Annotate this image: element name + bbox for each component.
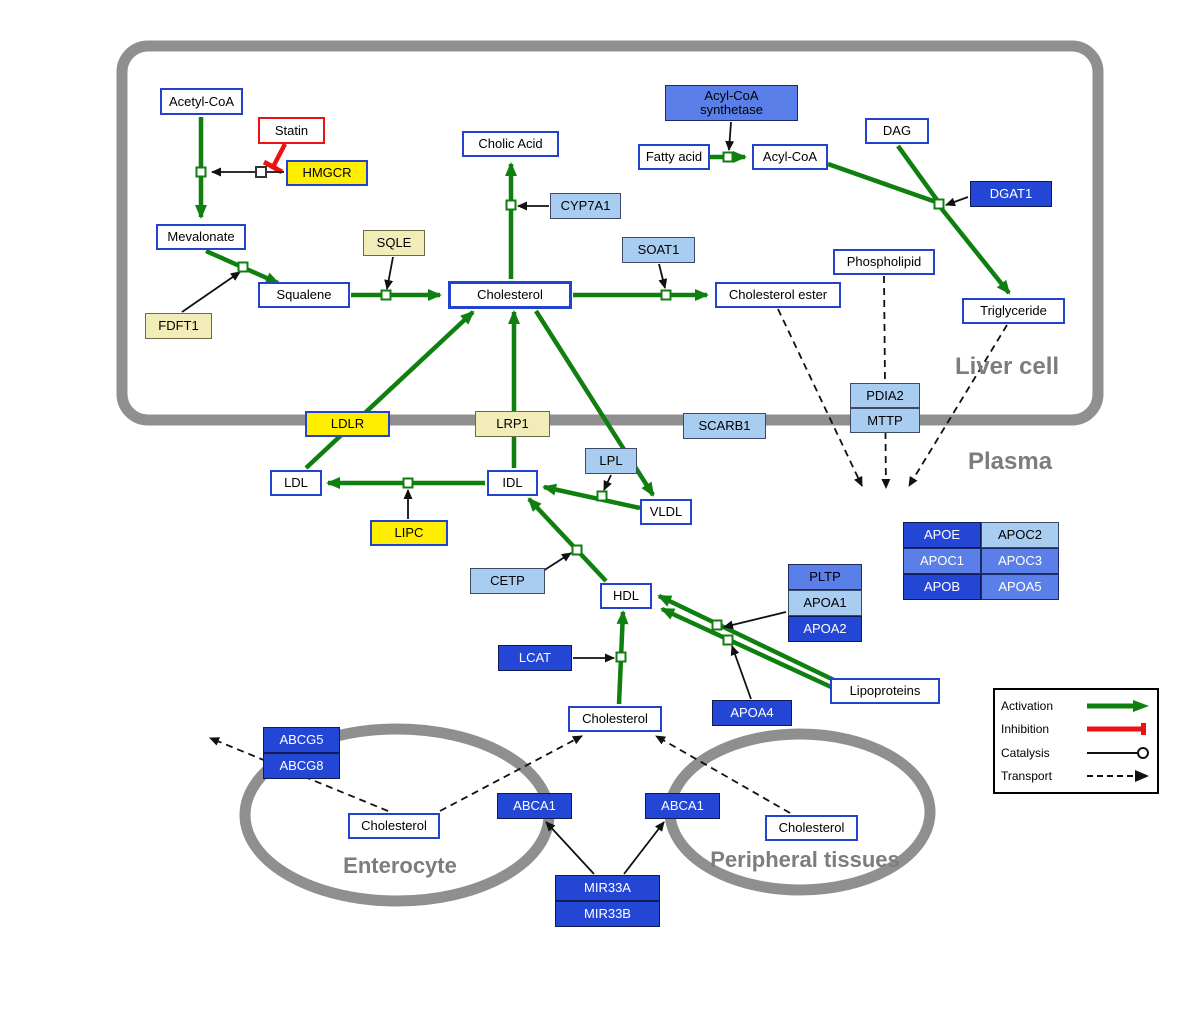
- node-cetp[interactable]: CETP: [470, 568, 545, 594]
- node-cholesterol-plasma[interactable]: Cholesterol: [568, 706, 662, 732]
- node-acyl-coa-synthetase[interactable]: Acyl-CoA synthetase: [665, 85, 798, 121]
- node-lpl[interactable]: LPL: [585, 448, 637, 474]
- node-scarb1[interactable]: SCARB1: [683, 413, 766, 439]
- node-cholesterol-liver[interactable]: Cholesterol: [448, 281, 572, 309]
- node-apoa5[interactable]: APOA5: [981, 574, 1059, 600]
- node-mevalonate[interactable]: Mevalonate: [156, 224, 246, 250]
- node-ldl[interactable]: LDL: [270, 470, 322, 496]
- node-triglyceride[interactable]: Triglyceride: [962, 298, 1065, 324]
- node-lrp1[interactable]: LRP1: [475, 411, 550, 437]
- node-apoa2[interactable]: APOA2: [788, 616, 862, 642]
- node-dgat1[interactable]: DGAT1: [970, 181, 1052, 207]
- node-soat1[interactable]: SOAT1: [622, 237, 695, 263]
- node-statin[interactable]: Statin: [258, 117, 325, 144]
- node-dag[interactable]: DAG: [865, 118, 929, 144]
- node-idl[interactable]: IDL: [487, 470, 538, 496]
- node-abcg5[interactable]: ABCG5: [263, 727, 340, 753]
- node-abca1-enterocyte[interactable]: ABCA1: [497, 793, 572, 819]
- node-pdia2[interactable]: PDIA2: [850, 383, 920, 408]
- acyl-coa-synthetase-line1: Acyl-CoA: [704, 88, 759, 104]
- node-apoc1[interactable]: APOC1: [903, 548, 981, 574]
- node-apoc3[interactable]: APOC3: [981, 548, 1059, 574]
- node-acyl-coa[interactable]: Acyl-CoA: [752, 144, 828, 170]
- legend-inhibition-label: Inhibition: [1001, 722, 1050, 737]
- node-apob[interactable]: APOB: [903, 574, 981, 600]
- node-abcg8[interactable]: ABCG8: [263, 753, 340, 779]
- node-pltp[interactable]: PLTP: [788, 564, 862, 590]
- node-abca1-peripheral[interactable]: ABCA1: [645, 793, 720, 819]
- catalysis-edges: [181, 121, 969, 875]
- node-squalene[interactable]: Squalene: [258, 282, 350, 308]
- node-lipoproteins[interactable]: Lipoproteins: [830, 678, 940, 704]
- node-mttp[interactable]: MTTP: [850, 408, 920, 433]
- node-cholic-acid[interactable]: Cholic Acid: [462, 131, 559, 157]
- inhibition-tee-icon: [1087, 723, 1146, 736]
- node-sqle[interactable]: SQLE: [363, 230, 425, 256]
- legend-row-transport: Transport: [1001, 769, 1151, 783]
- node-apoe[interactable]: APOE: [903, 522, 981, 548]
- transport-dashed-arrow-icon: [1087, 770, 1149, 783]
- node-apoc2[interactable]: APOC2: [981, 522, 1059, 548]
- acyl-coa-synthetase-line2: synthetase: [700, 102, 763, 117]
- node-acetyl-coa[interactable]: Acetyl-CoA: [160, 88, 243, 115]
- legend-catalysis-label: Catalysis: [1001, 745, 1050, 760]
- legend-row-catalysis: Catalysis: [1001, 746, 1151, 760]
- reaction-nodes: [195, 151, 945, 663]
- liver-cell-label: Liver cell: [955, 353, 1060, 380]
- node-apoa4[interactable]: APOA4: [712, 700, 792, 726]
- node-hdl[interactable]: HDL: [600, 583, 652, 609]
- inhibition-edge: [262, 142, 287, 175]
- legend-transport-label: Transport: [1001, 769, 1052, 784]
- node-vldl[interactable]: VLDL: [640, 499, 692, 525]
- legend-row-inhibition: Inhibition: [1001, 722, 1151, 736]
- node-ldlr[interactable]: LDLR: [305, 411, 390, 437]
- node-mir33a[interactable]: MIR33A: [555, 875, 660, 901]
- node-cholesterol-ester[interactable]: Cholesterol ester: [715, 282, 841, 308]
- node-apoa1[interactable]: APOA1: [788, 590, 862, 616]
- legend-activation-label: Activation: [1001, 698, 1054, 713]
- node-cholesterol-enterocyte[interactable]: Cholesterol: [348, 813, 440, 839]
- legend: Activation Inhibition Catalysis Transpor…: [993, 688, 1159, 794]
- node-mir33b[interactable]: MIR33B: [555, 901, 660, 927]
- node-lipc[interactable]: LIPC: [370, 520, 448, 546]
- catalysis-circle-icon: [1087, 746, 1149, 759]
- activation-edges: [195, 117, 1011, 705]
- liver-cell-membrane: [116, 40, 1104, 426]
- node-lcat[interactable]: LCAT: [498, 645, 572, 671]
- peripheral-tissues-label: Peripheral tissues: [710, 847, 900, 872]
- node-fatty-acid[interactable]: Fatty acid: [638, 144, 710, 170]
- activation-arrow-icon: [1087, 699, 1149, 712]
- plasma-label: Plasma: [968, 448, 1053, 475]
- legend-row-activation: Activation: [1001, 699, 1151, 713]
- node-cholesterol-peripheral[interactable]: Cholesterol: [765, 815, 858, 841]
- enterocyte-label: Enterocyte: [343, 853, 457, 878]
- node-phospholipid[interactable]: Phospholipid: [833, 249, 935, 275]
- node-hmgcr[interactable]: HMGCR: [286, 160, 368, 186]
- node-fdft1[interactable]: FDFT1: [145, 313, 212, 339]
- node-cyp7a1[interactable]: CYP7A1: [550, 193, 621, 219]
